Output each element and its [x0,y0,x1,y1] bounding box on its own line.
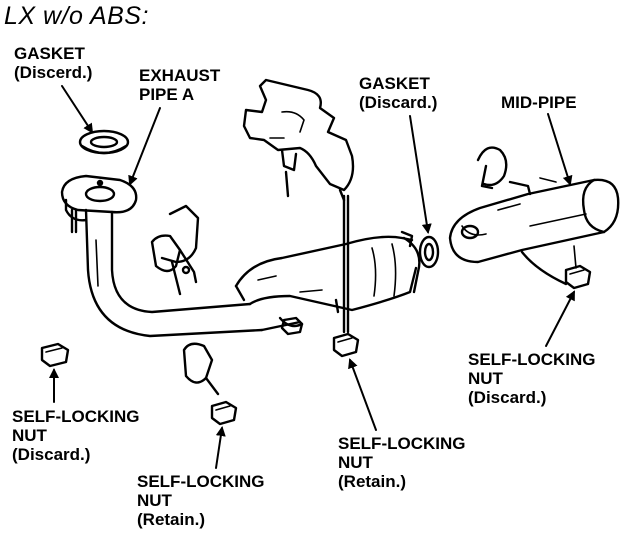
lower-hanger-part [184,344,218,394]
heat-shield-bracket-part [244,80,353,200]
nut-left-part [42,344,68,366]
label-exhaust-pipe-a: EXHAUST PIPE A [139,66,220,104]
label-nut-bottom-left: SELF-LOCKING NUT (Retain.) [137,472,265,529]
label-nut-right-line3: (Discard.) [468,388,547,407]
label-nut-bottom-center-line2: NUT [338,453,373,472]
gasket-right-part [420,237,438,267]
label-nut-left-line2: NUT [12,426,47,445]
label-nut-left-line1: SELF-LOCKING [12,407,140,426]
nut-right-part [566,266,590,288]
arrow-exhaust-pipe-a [128,108,160,186]
arrow-nut-bottom-center [348,358,376,430]
label-exhaust-pipe-a-line1: EXHAUST [139,66,221,85]
exhaust-pipe-a-part [86,210,300,336]
arrow-mid-pipe [548,114,573,186]
label-nut-right: SELF-LOCKING NUT (Discard.) [468,350,596,407]
arrow-nut-bottom-left [216,426,226,468]
studs [72,196,576,332]
label-nut-left-line3: (Discard.) [12,445,91,464]
mid-pipe-part [450,148,618,284]
label-nut-bottom-left-line3: (Retain.) [137,510,205,529]
nut-pipe-part [282,318,302,334]
label-gasket-left-line2: (Discerd.) [14,63,93,82]
arrow-gasket-left [62,86,94,134]
label-exhaust-pipe-a-line2: PIPE A [139,85,195,104]
hanger-bracket-part [152,206,198,294]
label-nut-right-line2: NUT [468,369,503,388]
label-mid-pipe-line1: MID-PIPE [501,93,577,112]
label-nut-bottom-left-line2: NUT [137,491,172,510]
nut-bottom-left-part [212,402,236,424]
label-gasket-right: GASKET (Discard.) [359,74,437,112]
label-nut-right-line1: SELF-LOCKING [468,350,596,369]
label-nut-left: SELF-LOCKING NUT (Discard.) [12,407,140,464]
gasket-left-part [80,131,128,153]
label-nut-bottom-center-line1: SELF-LOCKING [338,434,466,453]
nut-bottom-center-part [334,334,358,356]
label-gasket-right-line2: (Discard.) [359,93,438,112]
label-mid-pipe: MID-PIPE [501,93,577,112]
label-gasket-left-line1: GASKET [14,44,85,63]
catalytic-converter-part [236,232,419,326]
arrow-gasket-right [410,116,432,234]
diagram-title: LX w/o ABS: [4,2,149,30]
label-gasket-right-line1: GASKET [359,74,430,93]
arrow-nut-right [546,290,574,346]
label-nut-bottom-left-line1: SELF-LOCKING [137,472,265,491]
label-gasket-left: GASKET (Discerd.) [14,44,92,82]
label-nut-bottom-center: SELF-LOCKING NUT (Retain.) [338,434,466,491]
label-nut-bottom-center-line3: (Retain.) [338,472,406,491]
